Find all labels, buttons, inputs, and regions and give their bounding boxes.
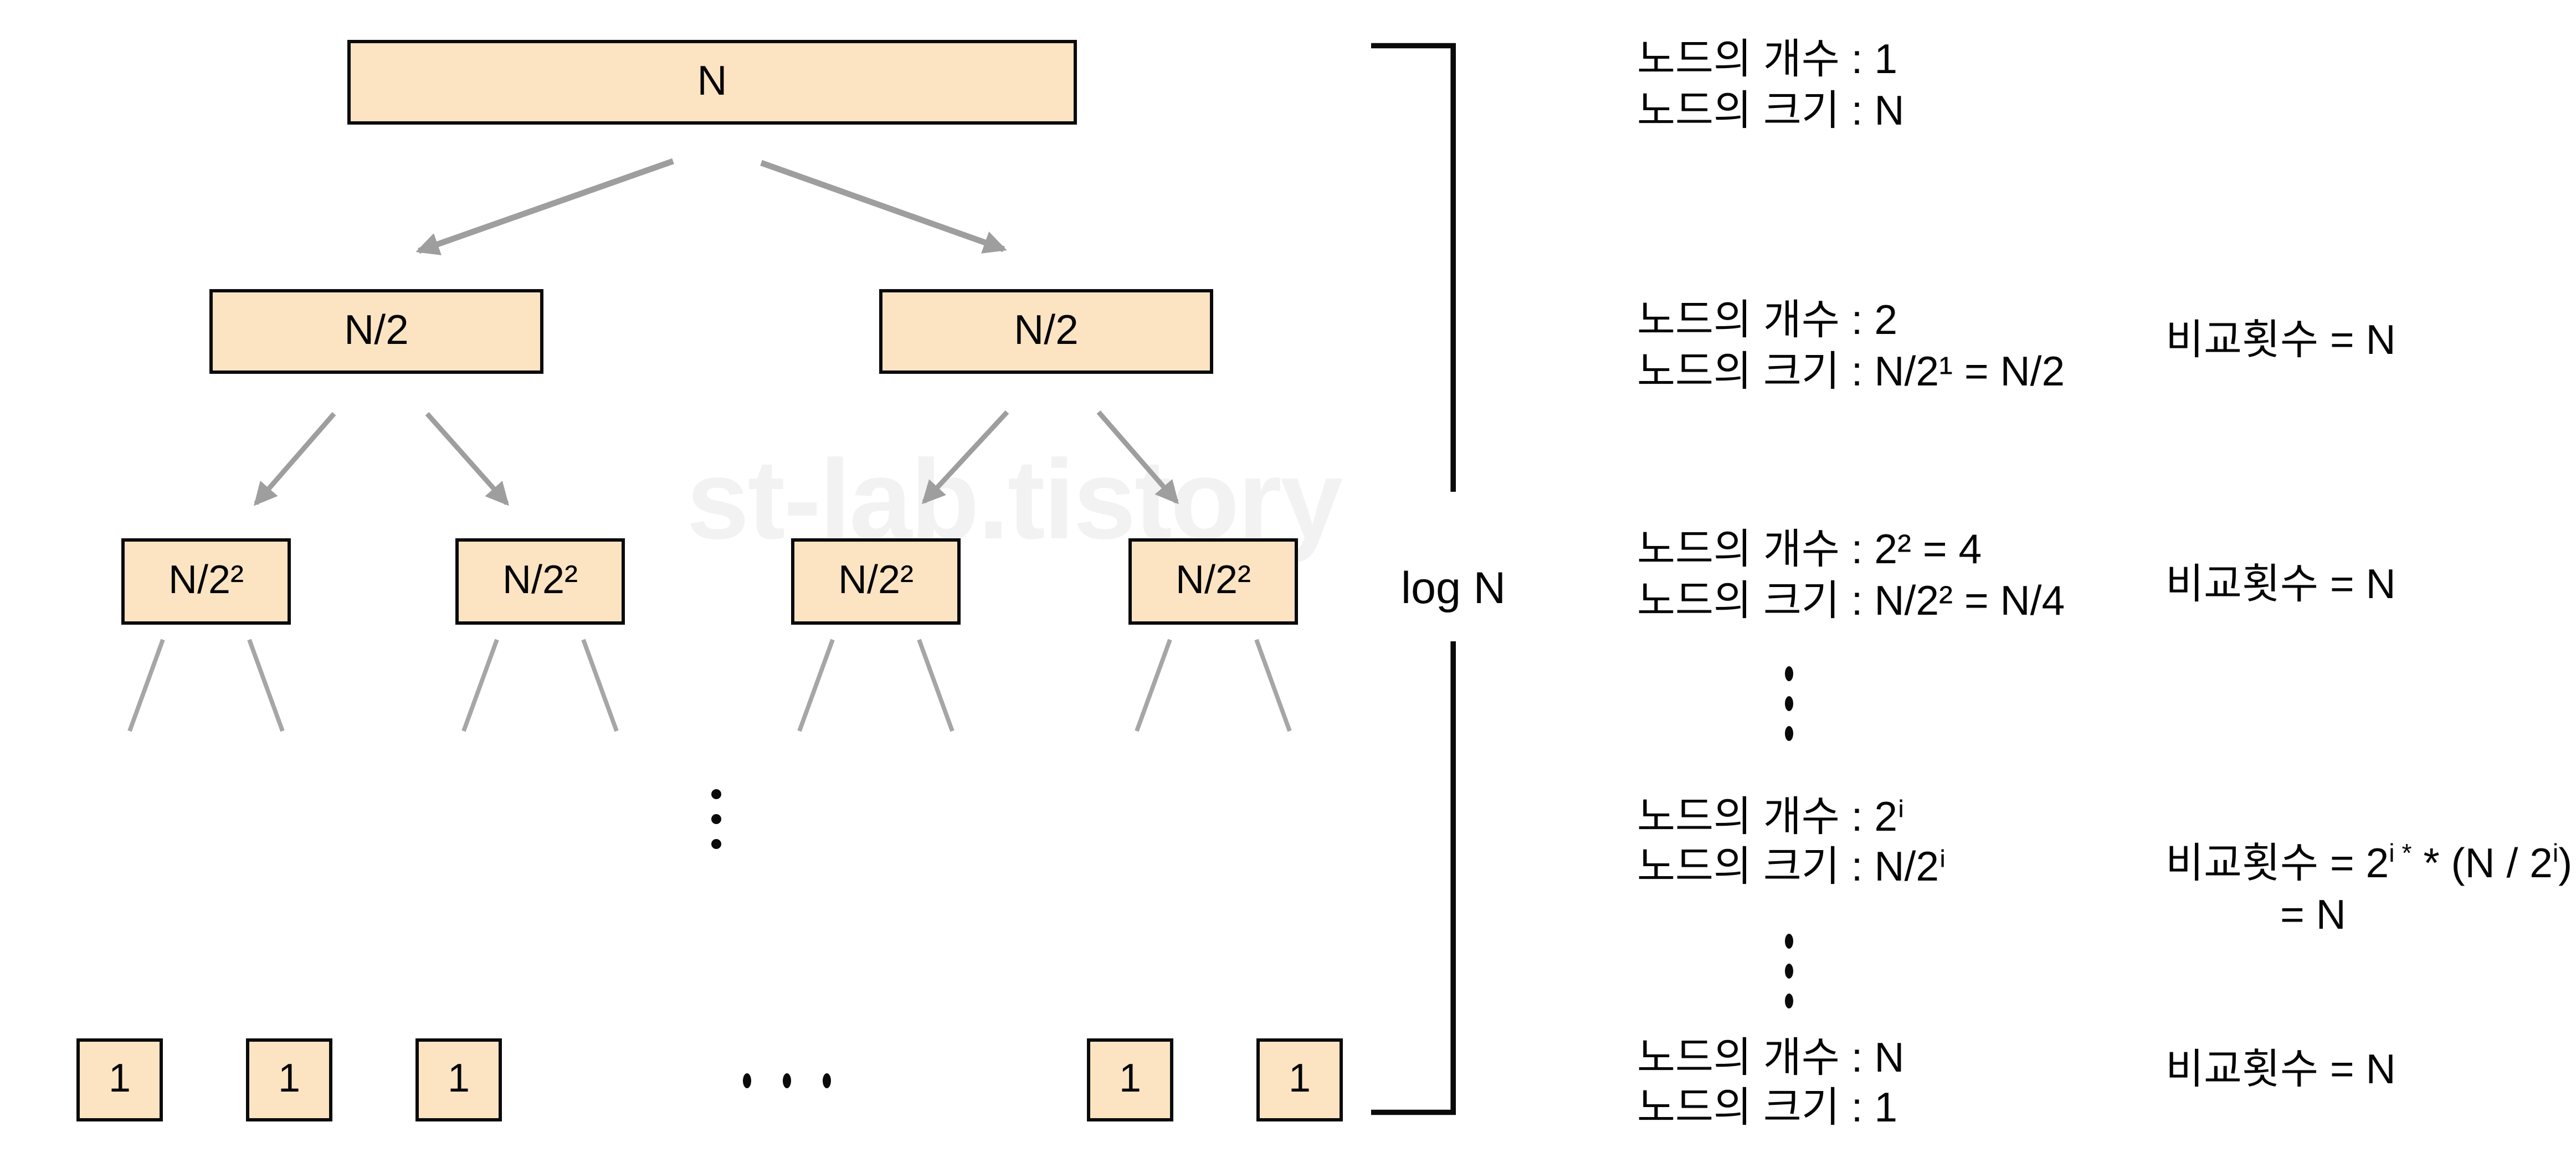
- tree-node-root-label: N: [697, 58, 727, 105]
- annotation-row2: 노드의 개수 : 2 노드의 크기 : N/2¹ = N/2: [1637, 296, 2065, 399]
- comparison-rowi-line1: 비교횟수 = 2i * * (N / 2i): [2166, 839, 2572, 891]
- tree-leaf-1-label: 1: [108, 1057, 131, 1102]
- tree-leaf-1: 1: [76, 1038, 163, 1121]
- tree-leaf-2: 1: [246, 1038, 332, 1121]
- ellipsis-dot: [711, 839, 721, 849]
- annotation-rown-size: 노드의 크기 : 1: [1637, 1085, 1898, 1131]
- annotation-row3: 노드의 개수 : 2² = 4 노드의 크기 : N/2² = N/4: [1637, 525, 2065, 628]
- ellipsis-dot: [743, 1073, 751, 1088]
- annotation-rown: 노드의 개수 : N 노드의 크기 : 1: [1637, 1033, 1905, 1133]
- tree-node-level2-left-label: N/2: [344, 307, 409, 354]
- annotation-row3-count: 노드의 개수 : 2² = 4: [1637, 527, 1982, 573]
- edge-left-to-child1-arrow: [254, 412, 336, 506]
- edge-child1-right-line: [247, 639, 285, 732]
- comparison-rown: 비교횟수 = N: [2166, 1047, 2396, 1093]
- comparison-row3: 비교횟수 = N: [2166, 562, 2396, 608]
- ellipsis-dot: [1785, 964, 1793, 979]
- tree-leaf-2-label: 1: [278, 1057, 301, 1102]
- edge-child3-right-line: [917, 639, 955, 732]
- tree-depth-label: log N: [1401, 563, 1506, 613]
- edge-child4-right-line: [1254, 639, 1292, 732]
- tree-node-level3-3: N/2²: [791, 538, 961, 625]
- tree-node-level3-1-label: N/2²: [168, 558, 244, 603]
- edge-root-to-right-arrow: [760, 159, 1007, 254]
- comparison-rowi-sup1: i *: [2389, 840, 2412, 869]
- tree-node-level3-4-label: N/2²: [1175, 558, 1251, 603]
- tree-node-level2-right-label: N/2: [1014, 307, 1079, 354]
- edge-left-to-child2-arrow: [425, 412, 509, 506]
- comparison-rowi: 비교횟수 = 2i * * (N / 2i) = N: [2166, 839, 2572, 942]
- edge-child2-right-line: [581, 639, 619, 732]
- ellipsis-dot: [823, 1073, 831, 1088]
- tree-node-level3-2-label: N/2²: [502, 558, 578, 603]
- comparison-rowi-mid: * (N / 2: [2411, 841, 2553, 887]
- tree-leaf-5: 1: [1256, 1038, 1343, 1121]
- annotation-row3-size: 노드의 크기 : N/2² = N/4: [1637, 578, 2065, 625]
- ellipsis-dot: [1785, 696, 1793, 711]
- tree-node-level2-right: N/2: [879, 289, 1213, 374]
- edge-root-to-left-arrow: [415, 158, 674, 255]
- tree-node-level3-4: N/2²: [1128, 538, 1298, 625]
- ellipsis-dot: [1785, 726, 1793, 741]
- comparison-rowi-suffix: ): [2558, 841, 2573, 887]
- comparison-rowi-line2: = N: [2280, 892, 2346, 939]
- annotation-row2-count: 노드의 개수 : 2: [1637, 297, 1898, 344]
- annotation-row1-count: 노드의 개수 : 1: [1637, 37, 1898, 83]
- ellipsis-dot: [1785, 666, 1793, 681]
- annotation-rowi-count: 노드의 개수 : 2ⁱ: [1637, 794, 1905, 841]
- leaf-row-horizontal-ellipsis: [743, 1073, 831, 1088]
- tree-leaf-4: 1: [1087, 1038, 1173, 1121]
- ellipsis-dot: [711, 814, 721, 824]
- comparison-rowi-sup2: i: [2552, 840, 2559, 869]
- annotation-row1-size: 노드의 크기 : N: [1637, 88, 1905, 135]
- annotation-row2-size: 노드의 크기 : N/2¹ = N/2: [1637, 349, 2065, 395]
- tree-node-level2-left: N/2: [209, 289, 543, 374]
- tree-leaf-3: 1: [415, 1038, 502, 1121]
- annotation-rowi-size: 노드의 크기 : N/2ⁱ: [1637, 844, 1947, 891]
- tree-node-level3-2: N/2²: [455, 538, 625, 625]
- tree-node-level3-3-label: N/2²: [838, 558, 914, 603]
- comparison-rowi-prefix: 비교횟수 = 2: [2166, 841, 2389, 887]
- tree-leaf-5-label: 1: [1288, 1057, 1311, 1102]
- ellipsis-dot: [711, 789, 721, 799]
- tree-vertical-ellipsis: [711, 789, 721, 849]
- tree-node-root: N: [347, 40, 1077, 125]
- edge-right-to-child3-arrow: [921, 410, 1009, 505]
- comparison-row2: 비교횟수 = N: [2166, 317, 2396, 364]
- ellipsis-dot: [783, 1073, 791, 1088]
- tree-leaf-3-label: 1: [447, 1057, 470, 1102]
- edge-child3-left-line: [797, 639, 835, 732]
- annotation-vertical-ellipsis-1: [1785, 666, 1793, 741]
- edge-right-to-child4-arrow: [1096, 410, 1179, 505]
- annotation-rowi: 노드의 개수 : 2ⁱ 노드의 크기 : N/2ⁱ: [1637, 793, 1946, 892]
- edge-child2-left-line: [461, 639, 499, 732]
- annotation-row1: 노드의 개수 : 1 노드의 크기 : N: [1637, 35, 1905, 138]
- tree-leaf-4-label: 1: [1118, 1057, 1142, 1102]
- ellipsis-dot: [1785, 934, 1793, 949]
- annotation-rown-count: 노드의 개수 : N: [1637, 1035, 1905, 1082]
- edge-child4-left-line: [1135, 639, 1172, 732]
- tree-node-level3-1: N/2²: [121, 538, 291, 625]
- annotation-vertical-ellipsis-2: [1785, 934, 1793, 1008]
- ellipsis-dot: [1785, 994, 1793, 1008]
- edge-child1-left-line: [127, 639, 165, 732]
